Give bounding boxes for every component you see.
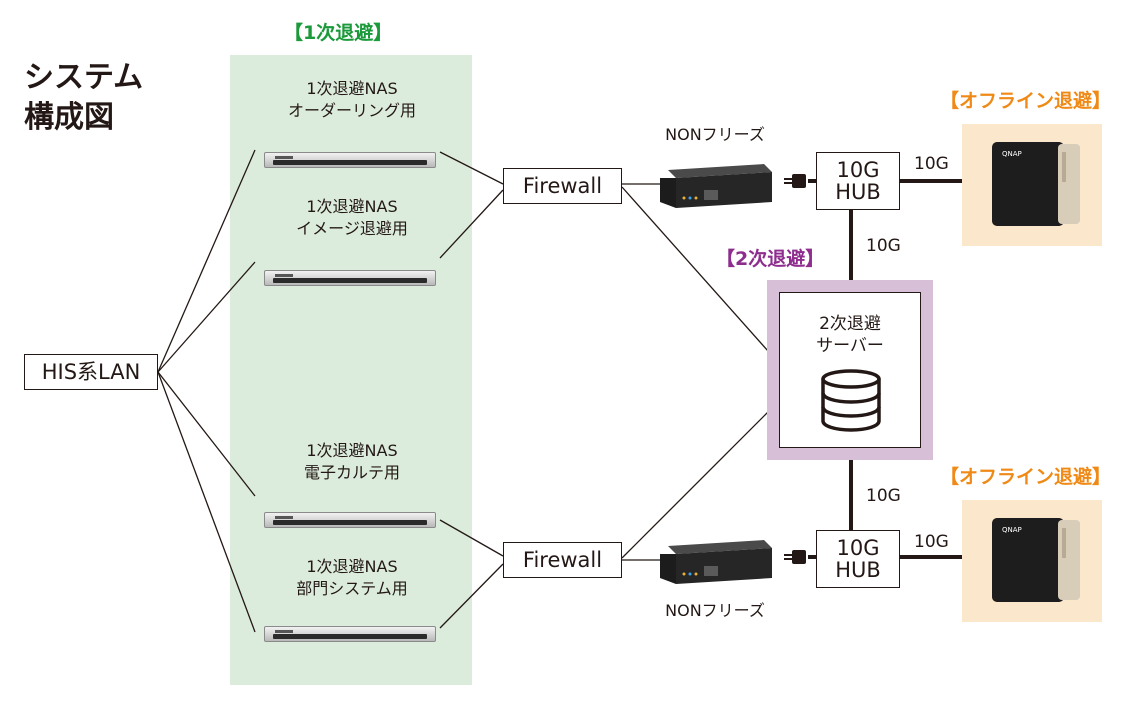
hub-bottom: 10G HUB	[816, 530, 900, 588]
svg-text:QNAP: QNAP	[1002, 150, 1022, 158]
primary-backup-label: 【1次退避】	[284, 22, 393, 44]
secondary-server-node: 2次退避 サーバー	[779, 292, 921, 448]
link-lan-nas4	[157, 371, 256, 633]
link-lan-nas3	[157, 371, 256, 497]
his-lan-label: HIS系LAN	[41, 360, 141, 384]
firewall-top: Firewall	[503, 168, 622, 204]
link-nas4-fw-bottom	[439, 563, 504, 629]
offline-bottom-label: 【オフライン退避】	[940, 466, 1112, 488]
nas-ordering-caption: 1次退避NAS オーダーリング用	[262, 78, 442, 122]
link-lan-nas1	[157, 149, 256, 373]
link-nas3-fw-bottom	[439, 519, 504, 557]
power-plug-bottom-icon	[784, 550, 806, 564]
nas-emr-icon	[264, 512, 436, 528]
secondary-server-line1: 2次退避	[819, 314, 881, 334]
nas-department-caption: 1次退避NAS 部門システム用	[262, 556, 442, 600]
hub-top: 10G HUB	[816, 152, 900, 210]
nas-ordering-icon	[264, 152, 436, 168]
offline-bottom-storage-icon: QNAP	[992, 518, 1080, 602]
secondary-server-caption: 2次退避 サーバー	[780, 313, 920, 357]
non-freeze-top-caption: NONフリーズ	[665, 125, 765, 144]
link-speed-hub-bottom-storage: 10G	[914, 532, 949, 552]
hub-bottom-line1: 10G	[836, 536, 880, 560]
database-icon	[821, 369, 881, 432]
nas-ordering-line1: 1次退避NAS	[306, 79, 398, 98]
nas-department-line2: 部門システム用	[296, 579, 408, 598]
link-speed-hub-top-storage: 10G	[914, 154, 949, 174]
hub-bottom-line2: HUB	[835, 558, 881, 582]
page-title: システム 構成図	[24, 58, 143, 138]
non-freeze-bottom-caption: NONフリーズ	[665, 601, 765, 620]
nas-image-line1: 1次退避NAS	[306, 197, 398, 216]
hub-top-line1: 10G	[836, 158, 880, 182]
link-speed-server-hub-bottom: 10G	[866, 486, 901, 506]
svg-text:QNAP: QNAP	[1002, 526, 1022, 534]
offline-top-storage-icon: QNAP	[992, 142, 1080, 226]
nas-department-icon	[264, 626, 436, 642]
page-title-line1: システム	[24, 60, 144, 95]
link-nas2-fw-top	[439, 189, 504, 259]
nas-department-line1: 1次退避NAS	[306, 557, 398, 576]
hub-top-line2: HUB	[835, 180, 881, 204]
link-speed-hub-top-server: 10G	[866, 236, 901, 256]
power-plug-top-icon	[784, 174, 806, 188]
link-fw-top-server	[621, 186, 777, 361]
nas-ordering-line2: オーダーリング用	[287, 101, 416, 120]
nas-emr-line2: 電子カルテ用	[303, 463, 400, 482]
link-fw-bottom-server	[621, 403, 777, 559]
offline-top-label: 【オフライン退避】	[940, 90, 1112, 112]
nas-emr-caption: 1次退避NAS 電子カルテ用	[262, 440, 442, 484]
nas-image-caption: 1次退避NAS イメージ退避用	[262, 196, 442, 240]
non-freeze-bottom-icon	[660, 540, 772, 584]
nas-image-line2: イメージ退避用	[296, 219, 408, 238]
non-freeze-top-icon	[660, 164, 772, 208]
firewall-bottom-label: Firewall	[522, 548, 603, 572]
page-title-line2: 構成図	[24, 100, 114, 135]
nas-image-icon	[264, 270, 436, 286]
secondary-server-line2: サーバー	[816, 336, 884, 356]
firewall-bottom: Firewall	[503, 542, 622, 578]
firewall-top-label: Firewall	[522, 174, 603, 198]
link-lan-nas2	[157, 261, 256, 373]
his-lan-node: HIS系LAN	[24, 354, 158, 390]
secondary-backup-label: 【2次退避】	[716, 248, 825, 270]
link-nas1-fw-top	[439, 151, 504, 185]
nas-emr-line1: 1次退避NAS	[306, 441, 398, 460]
